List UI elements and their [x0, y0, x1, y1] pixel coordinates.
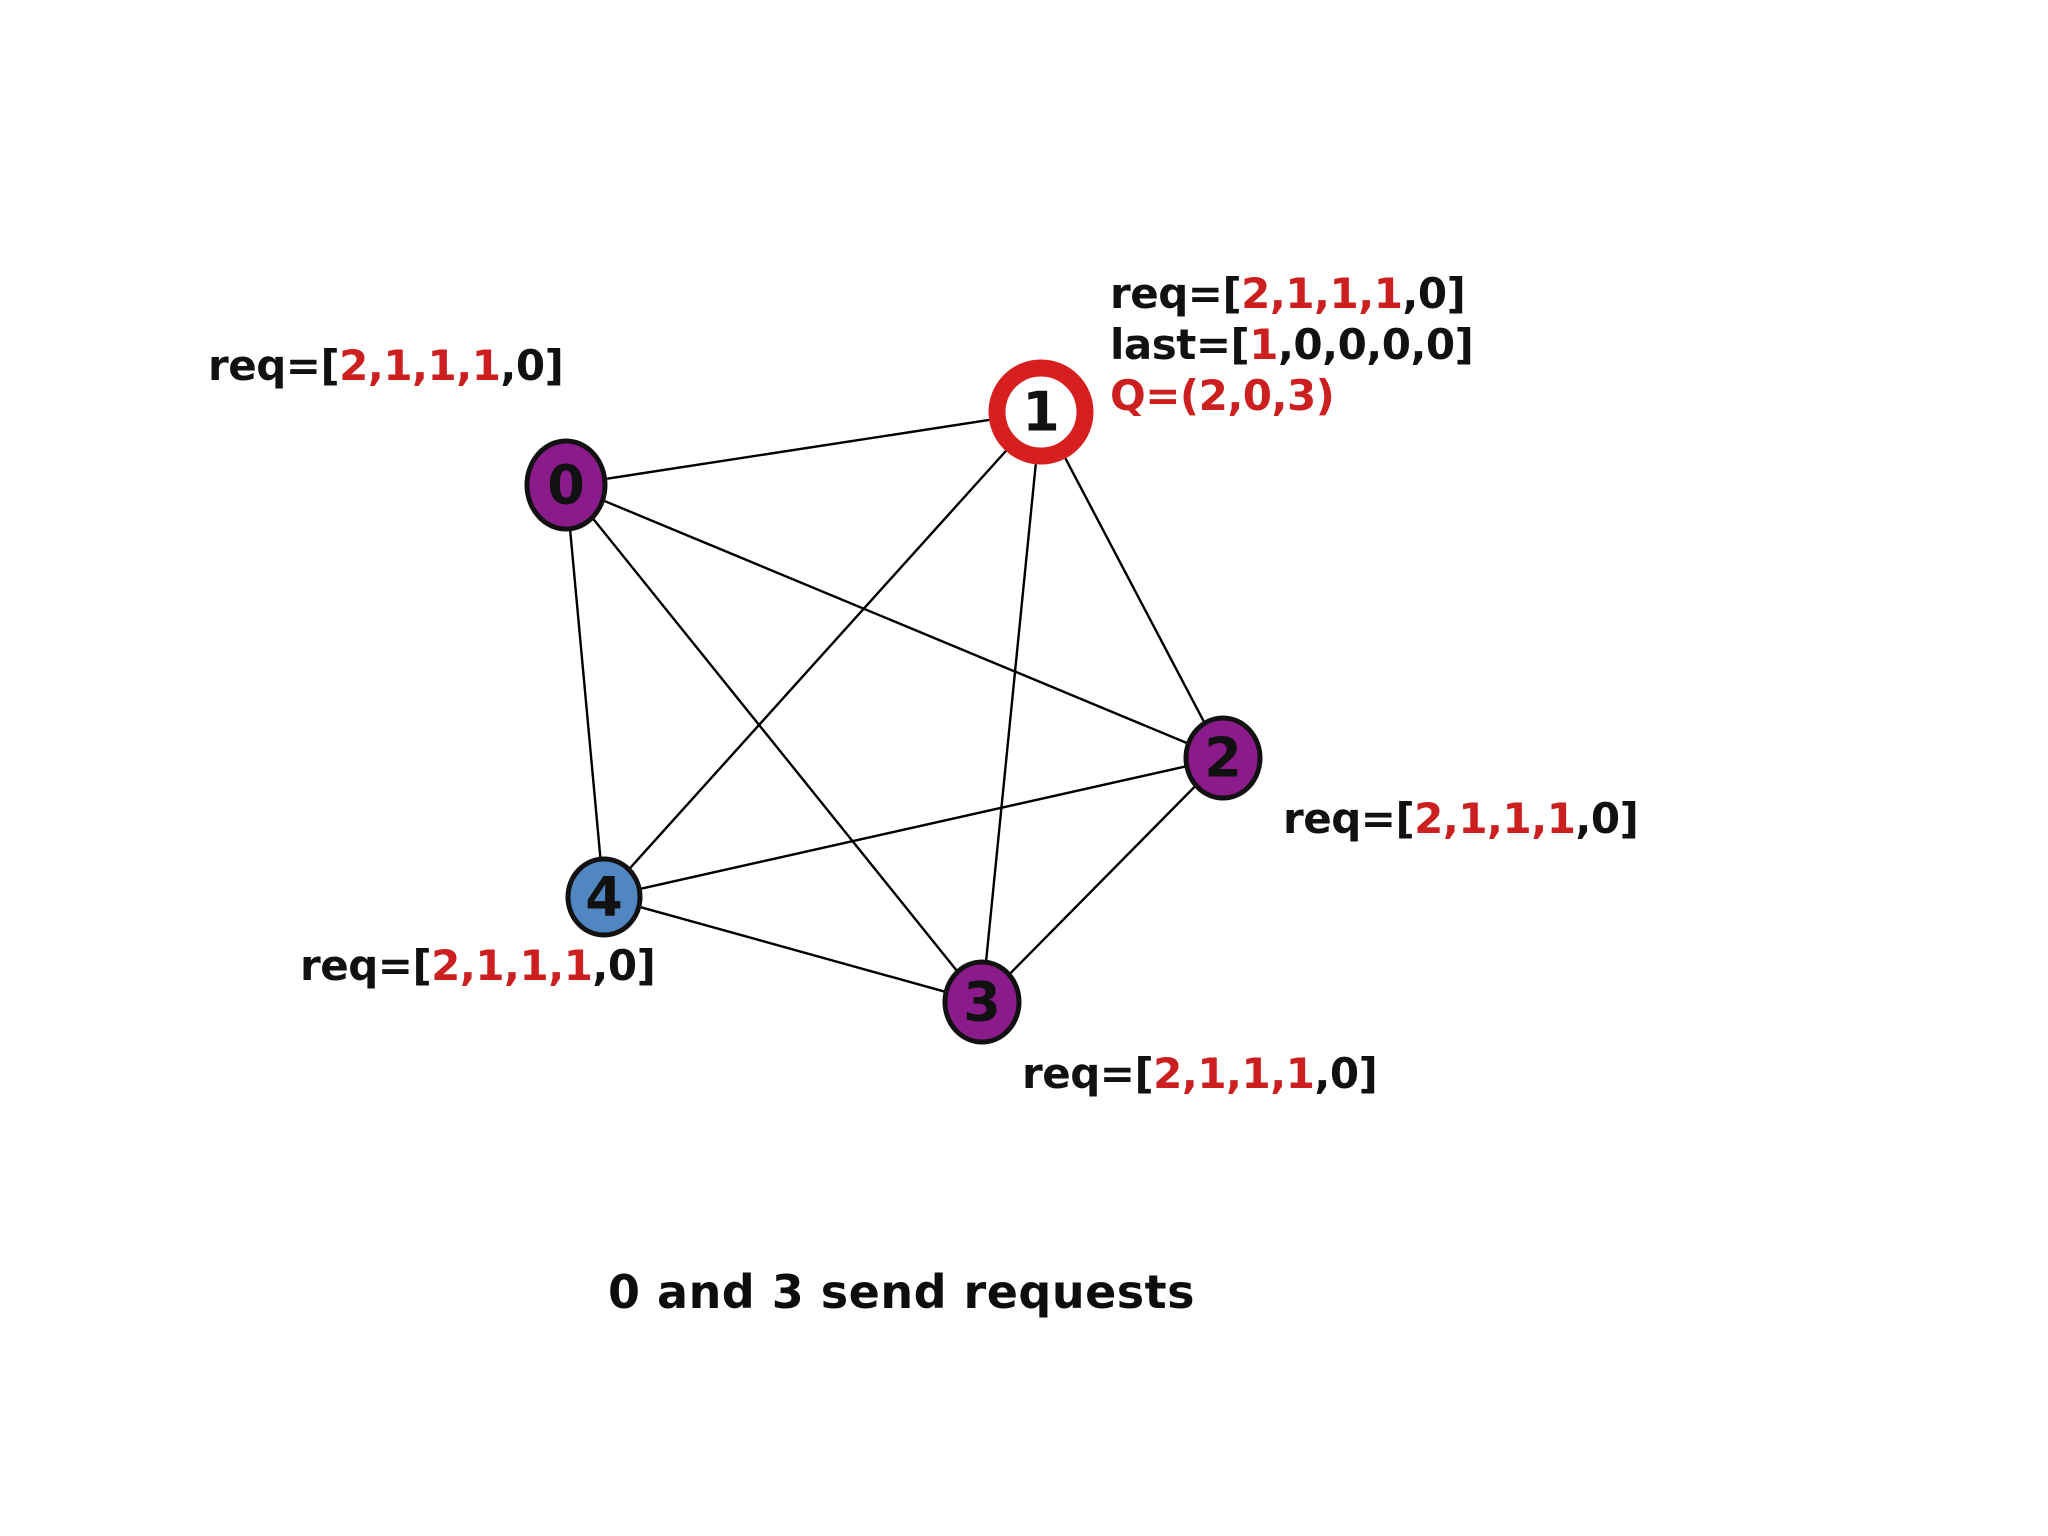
node-label-1: 1 — [1022, 381, 1060, 444]
graph-edge-3-4 — [639, 905, 946, 993]
node-annotation-1: req=[2,1,1,1,0]last=[1,0,0,0,0]Q=(2,0,3) — [1110, 268, 1474, 422]
node-circle-1 — [988, 359, 1094, 465]
annotation-seg-3-0-0: req=[ — [1022, 1049, 1154, 1098]
annotation-line-1-0: req=[2,1,1,1,0] — [1110, 268, 1473, 319]
annotation-seg-1-1-2: ,0,0,0,0] — [1277, 320, 1474, 370]
annotation-seg-1-1-0: last=[ — [1110, 320, 1250, 370]
annotation-seg-1-0-1: 2,1,1,1 — [1241, 269, 1403, 318]
graph-edge-1-2 — [1064, 458, 1206, 725]
node-circle-3 — [942, 959, 1022, 1045]
graph-edge-2-4 — [639, 765, 1186, 890]
annotation-seg-2-0-2: ,0] — [1575, 794, 1639, 843]
node-annotation-0: req=[2,1,1,1,0] — [208, 340, 564, 391]
graph-node-3[interactable]: 3 — [942, 959, 1022, 1045]
graph-node-0[interactable]: 0 — [524, 438, 608, 532]
node-annotation-2: req=[2,1,1,1,0] — [1283, 793, 1639, 844]
annotation-seg-2-0-1: 2,1,1,1 — [1414, 794, 1576, 843]
annotation-line-0-0: req=[2,1,1,1,0] — [208, 340, 564, 391]
annotation-seg-1-0-0: req=[ — [1110, 269, 1242, 318]
annotation-seg-1-1-1: 1 — [1249, 320, 1278, 370]
annotation-seg-1-2-0: Q=(2,0,3) — [1110, 371, 1335, 421]
node-circle-4 — [565, 856, 643, 938]
node-annotation-3: req=[2,1,1,1,0] — [1022, 1048, 1378, 1099]
annotation-seg-3-0-1: 2,1,1,1 — [1153, 1049, 1315, 1098]
graph-edge-2-3 — [1008, 784, 1197, 976]
node-label-2: 2 — [1204, 727, 1242, 790]
graph-edge-1-4 — [628, 450, 1007, 870]
node-annotation-4: req=[2,1,1,1,0] — [300, 940, 656, 991]
annotation-seg-2-0-0: req=[ — [1283, 794, 1415, 843]
annotation-seg-0-0-0: req=[ — [208, 341, 340, 390]
annotation-line-4-0: req=[2,1,1,1,0] — [300, 940, 656, 991]
node-circle-0 — [524, 438, 608, 532]
graph-edge-0-3 — [591, 516, 959, 973]
graph-edge-1-3 — [984, 463, 1037, 964]
graph-node-2[interactable]: 2 — [1183, 715, 1263, 801]
annotation-seg-0-0-2: ,0] — [500, 341, 564, 390]
annotation-seg-4-0-0: req=[ — [300, 941, 432, 990]
annotation-line-2-0: req=[2,1,1,1,0] — [1283, 793, 1639, 844]
node-label-3: 3 — [963, 971, 1001, 1034]
annotation-seg-3-0-2: ,0] — [1314, 1049, 1378, 1098]
annotation-line-3-0: req=[2,1,1,1,0] — [1022, 1048, 1378, 1099]
annotation-line-1-2: Q=(2,0,3) — [1110, 370, 1473, 421]
graph-edge-0-1 — [606, 418, 990, 480]
graph-edge-0-2 — [604, 500, 1188, 745]
annotation-seg-1-0-2: ,0] — [1402, 269, 1466, 318]
node-label-0: 0 — [547, 454, 585, 517]
graph-node-4[interactable]: 4 — [565, 856, 643, 938]
annotation-line-1-1: last=[1,0,0,0,0] — [1110, 319, 1474, 370]
annotation-seg-0-0-1: 2,1,1,1 — [339, 341, 501, 390]
graph-edge-0-4 — [568, 526, 602, 861]
diagram-caption: 0 and 3 send requests — [608, 1265, 1196, 1319]
annotation-seg-4-0-1: 2,1,1,1 — [431, 941, 593, 990]
graph-node-1[interactable]: 1 — [988, 359, 1094, 465]
node-label-4: 4 — [585, 866, 623, 929]
node-circle-2 — [1183, 715, 1263, 801]
nodes-group: 0 1 2 3 4 — [524, 359, 1263, 1045]
annotation-seg-4-0-2: ,0] — [592, 941, 656, 990]
edges-group — [568, 418, 1206, 993]
